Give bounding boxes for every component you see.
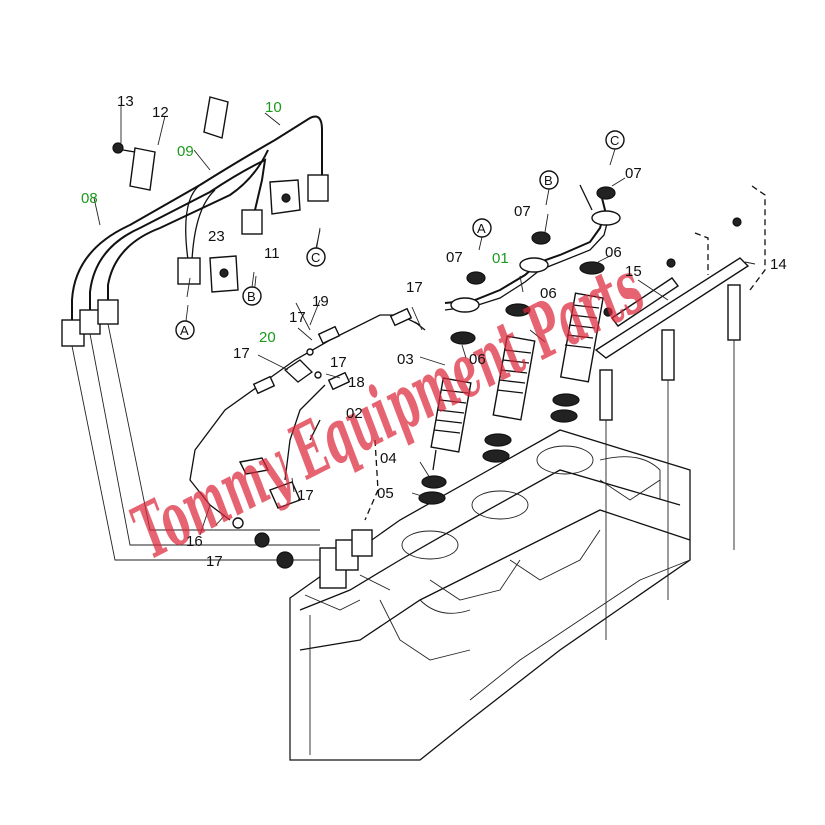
label-17-left: 17 (233, 345, 250, 362)
marker-b-right: B (544, 173, 553, 188)
label-20: 20 (259, 329, 276, 346)
label-16: 16 (186, 533, 203, 550)
label-12: 12 (152, 104, 169, 121)
label-04: 04 (380, 450, 397, 467)
label-11: 11 (264, 245, 280, 262)
marker-c-right: C (610, 133, 619, 148)
label-17-mid: 17 (289, 309, 306, 326)
label-08: 08 (81, 190, 98, 207)
return-lines (189, 307, 426, 529)
label-15: 15 (625, 263, 642, 280)
marker-a-left: A (180, 323, 189, 338)
leader-lines (93, 105, 756, 536)
label-07-b: 07 (514, 203, 531, 220)
pipe-clamps (112, 96, 301, 293)
label-13: 13 (117, 93, 134, 110)
injectors (418, 261, 605, 505)
label-06-b: 06 (540, 285, 557, 302)
label-17-pump: 17 (297, 487, 314, 504)
injector-3 (550, 261, 605, 423)
label-01: 01 (492, 250, 509, 267)
pump-fittings (238, 457, 373, 611)
engine-block (289, 429, 691, 761)
marker-c-left: C (311, 250, 320, 265)
reference-markers: A B C A B C (175, 130, 625, 340)
injector-1 (418, 331, 476, 505)
marker-b-left: B (247, 289, 256, 304)
label-18: 18 (348, 374, 365, 391)
marker-a-right: A (477, 221, 486, 236)
label-17-right: 17 (330, 354, 347, 371)
label-07-c: 07 (625, 165, 642, 182)
watermark: Tommy Equipment Parts (119, 245, 657, 576)
label-06-c: 06 (605, 244, 622, 261)
label-05: 05 (377, 485, 394, 502)
label-03: 03 (397, 351, 414, 368)
glow-plugs (594, 185, 766, 640)
label-06-a: 06 (469, 351, 486, 368)
label-07-a: 07 (446, 249, 463, 266)
part-labels: 13 12 10 09 08 23 11 19 17 17 20 17 17 1… (81, 93, 787, 570)
label-23: 23 (208, 228, 225, 245)
label-09: 09 (177, 143, 194, 160)
injector-2 (482, 303, 536, 463)
leak-off-pipe (444, 184, 621, 313)
label-14: 14 (770, 256, 787, 273)
label-19: 19 (312, 293, 329, 310)
label-17-top: 17 (406, 279, 423, 296)
label-10: 10 (265, 99, 282, 116)
injection-pipes (61, 115, 329, 561)
label-02: 02 (346, 405, 363, 422)
label-17-bottom: 17 (206, 553, 223, 570)
